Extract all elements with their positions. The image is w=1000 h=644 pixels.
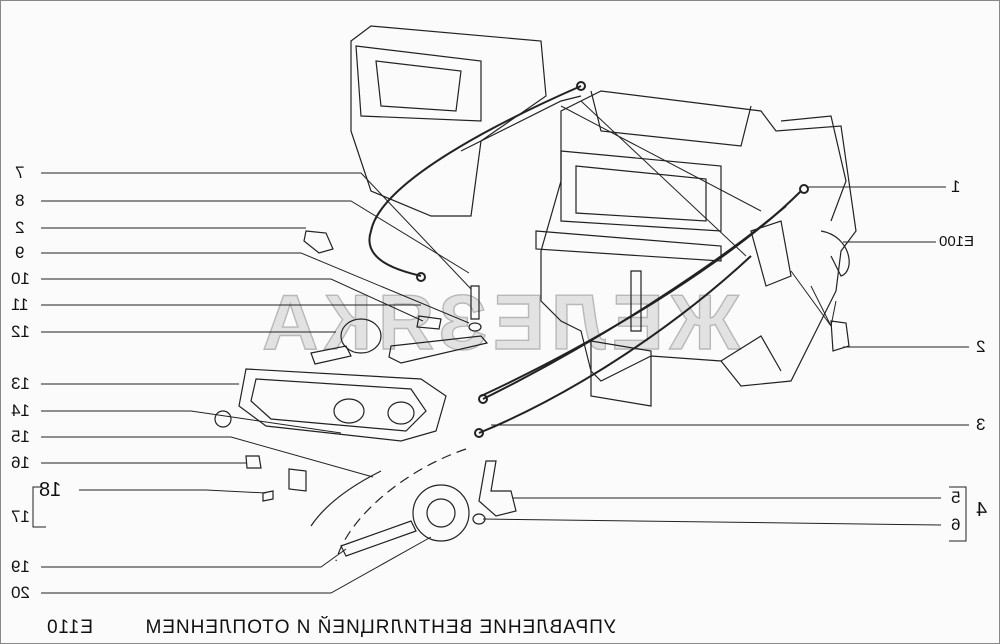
callout-label: 7	[15, 163, 25, 182]
callout-label: 15	[11, 427, 30, 446]
heater-housing	[350, 25, 857, 407]
callout-label: 11	[11, 295, 29, 314]
callout-label: 16	[11, 453, 30, 472]
diagram-title: УПРАВЛЕНИЕ ВЕНТИЛЯЦИЕЙ И ОТОПЛЕНИЕМ	[144, 617, 617, 638]
leader-lines	[32, 100, 969, 594]
callout-label: 18	[39, 479, 62, 501]
diagram-code: E110	[46, 617, 93, 638]
callout-label: 19	[11, 557, 30, 576]
callout-label: 4	[976, 499, 988, 521]
callout-label: 14	[11, 401, 30, 420]
callout-label: 9	[15, 243, 25, 262]
callout-label: 20	[11, 583, 30, 602]
callout-label: 12	[11, 322, 30, 341]
callout-label: 1	[951, 177, 961, 196]
callout-label: 10	[11, 269, 30, 288]
callout-label: 2	[15, 218, 25, 237]
small-parts	[214, 230, 850, 562]
callout-label: 13	[11, 374, 30, 393]
callout-label: 17	[11, 507, 30, 526]
callout-label: 3	[976, 415, 986, 434]
callout-label: 8	[15, 191, 25, 210]
cables	[368, 81, 809, 438]
callout-label: E100	[939, 233, 975, 250]
callout-label: 2	[976, 337, 986, 356]
callout-label: 6	[951, 515, 961, 534]
diagram-caption: УПРАВЛЕНИЕ ВЕНТИЛЯЦИЕЙ И ОТОПЛЕНИЕМ E110	[46, 617, 616, 639]
callout-label: 5	[951, 488, 961, 507]
